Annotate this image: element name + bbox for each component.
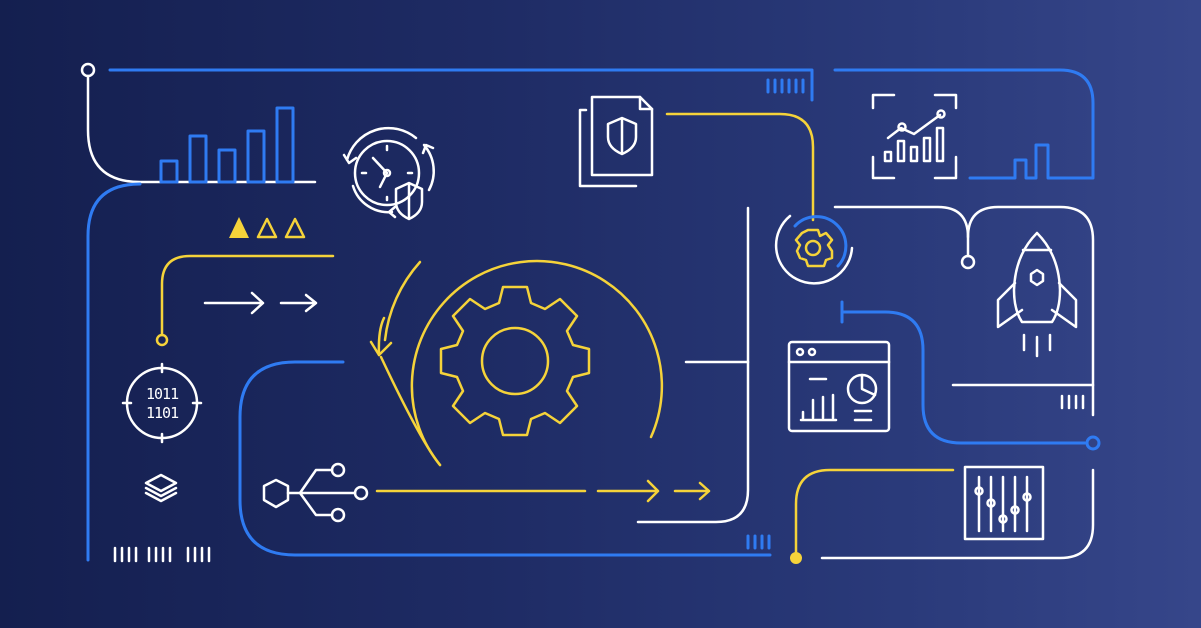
yellow-arc-left bbox=[379, 355, 442, 467]
small-gear-icon bbox=[774, 214, 854, 285]
tick-marks-bottom-left bbox=[113, 546, 211, 563]
binary-target-icon: 1011 1101 bbox=[121, 362, 203, 444]
dashboard-window-icon bbox=[787, 340, 891, 433]
analytics-chart-icon bbox=[871, 93, 958, 180]
white-right-line bbox=[833, 205, 970, 258]
blue-lower-box bbox=[238, 360, 772, 557]
white-rocket-frame bbox=[966, 205, 1095, 417]
top-blue-line bbox=[108, 68, 814, 102]
tick-marks-top bbox=[766, 78, 805, 94]
top-right-blue-line bbox=[833, 68, 1095, 180]
binary-line-1: 1011 bbox=[146, 385, 179, 403]
hexagon-branch-icon bbox=[262, 462, 369, 523]
triangles-icon bbox=[229, 217, 306, 239]
tick-marks-right bbox=[1060, 394, 1085, 410]
rocket-icon bbox=[996, 231, 1078, 358]
yellow-top-line bbox=[665, 112, 815, 222]
document-shield-icon bbox=[578, 95, 654, 188]
clock-shield-icon bbox=[342, 126, 435, 221]
tick-marks-bottom-center bbox=[746, 534, 771, 550]
yellow-arrows bbox=[596, 479, 711, 503]
white-bottom-right-line bbox=[820, 468, 1095, 560]
gear-cycle-icon bbox=[369, 259, 664, 467]
arrows-icon bbox=[203, 291, 318, 315]
yellow-node bbox=[790, 552, 802, 564]
blue-right-line bbox=[840, 300, 1087, 445]
yellow-left-line bbox=[160, 254, 335, 337]
left-blue-line bbox=[86, 182, 142, 562]
white-center-line bbox=[636, 206, 750, 524]
layers-icon bbox=[144, 473, 178, 503]
yellow-bottom-right-line bbox=[794, 468, 955, 554]
bar-chart-icon bbox=[80, 62, 317, 184]
sliders-icon bbox=[963, 465, 1045, 541]
binary-line-2: 1101 bbox=[146, 404, 179, 422]
